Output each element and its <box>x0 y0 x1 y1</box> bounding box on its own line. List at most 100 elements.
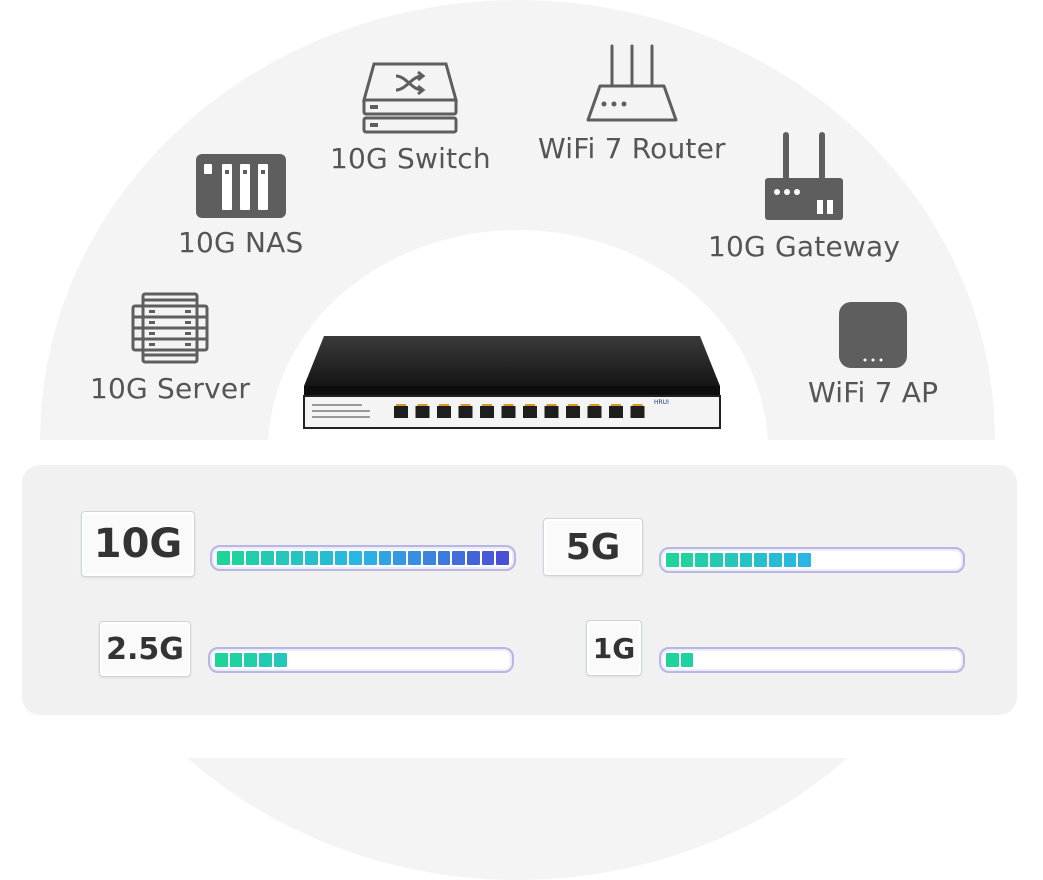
speed-bar-segment <box>724 553 738 567</box>
port-led <box>546 404 557 406</box>
sfp-port <box>609 406 623 418</box>
speed-bar-2-5g <box>208 647 514 673</box>
speed-bar-segment <box>273 653 287 667</box>
speed-bar-segment <box>710 653 723 667</box>
speed-bar-segment <box>303 653 316 667</box>
speed-bar-segment <box>215 653 228 667</box>
speed-bar-segment <box>391 653 404 667</box>
switch-hardware-image: HRUI <box>303 336 721 429</box>
speed-bar-segment <box>872 653 885 667</box>
speed-bar-segment <box>740 653 753 667</box>
speed-bar-segment <box>450 653 463 667</box>
speed-bar-10g <box>210 545 516 571</box>
sfp-port <box>437 406 451 418</box>
device-label-gateway: 10G Gateway <box>708 230 901 263</box>
speed-bar-segment <box>784 653 797 667</box>
port-led <box>482 404 492 406</box>
sfp-port <box>480 406 494 418</box>
speed-bar-segment <box>931 653 944 667</box>
port-led <box>396 404 406 406</box>
speed-badge-1g: 1G <box>586 620 642 676</box>
device-ap: WiFi 7 AP <box>808 302 938 409</box>
speed-bar-segment <box>872 553 885 567</box>
speed-bar-segment <box>945 553 958 567</box>
speed-bar-segment <box>857 553 870 567</box>
speed-bar-segment <box>318 653 331 667</box>
speed-bar-segment <box>378 551 392 565</box>
speed-bar-segment <box>725 653 738 667</box>
speed-bar-segment <box>931 553 944 567</box>
speed-bar-segment <box>494 653 507 667</box>
port-led <box>417 404 428 406</box>
device-switch: 10G Switch <box>330 62 491 175</box>
port-led <box>632 404 643 406</box>
sfp-port <box>501 406 516 418</box>
speed-bar-segment <box>437 551 451 565</box>
speed-bar-segment <box>275 551 289 565</box>
speed-bar-segment <box>481 551 495 565</box>
speed-bar-segment <box>916 553 929 567</box>
sfp-port <box>523 406 537 418</box>
speed-bar-segment <box>408 551 421 565</box>
speed-bar-segment <box>452 551 465 565</box>
speed-bar-segment <box>798 653 811 667</box>
speed-bar-segment <box>695 553 709 567</box>
speed-bar-segment <box>436 653 449 667</box>
speed-bar-segment <box>290 551 304 565</box>
speed-bar-segment <box>813 653 826 667</box>
sfp-port <box>394 406 408 418</box>
speed-bar-segment <box>466 551 480 565</box>
speed-bar-segment <box>362 653 375 667</box>
speed-bar-segment <box>465 653 478 667</box>
speed-bar-segment <box>421 653 434 667</box>
speed-bar-fill <box>666 653 958 667</box>
speed-bar-segment <box>916 653 929 667</box>
speed-bar-segment <box>710 553 723 567</box>
speed-bar-segment <box>377 653 390 667</box>
port-led <box>525 404 535 406</box>
speed-bar-segment <box>828 553 841 567</box>
speed-bar-segment <box>945 653 958 667</box>
speed-bar-segment <box>246 551 260 565</box>
speed-bar-segment <box>857 653 870 667</box>
sfp-port <box>587 406 602 418</box>
speed-bar-segment <box>695 653 708 667</box>
speed-bar-segment <box>754 653 767 667</box>
speed-bar-segment <box>666 553 679 567</box>
speed-bar-segment <box>666 653 679 667</box>
speed-bar-segment <box>334 551 348 565</box>
access-point-icon <box>839 302 908 368</box>
speed-bar-segment <box>364 551 377 565</box>
switch-icon <box>362 62 459 134</box>
device-router: WiFi 7 Router <box>538 44 726 165</box>
device-label-server: 10G Server <box>90 372 251 405</box>
speed-bar-segment <box>768 553 782 567</box>
sfp-port <box>544 406 559 418</box>
speed-bar-segment <box>231 551 245 565</box>
speed-bar-segment <box>901 553 914 567</box>
nas-icon <box>195 154 286 218</box>
speed-bar-segment <box>769 653 782 667</box>
brand-logo: HRUI <box>654 399 669 406</box>
speed-bar-segment <box>813 553 826 567</box>
port-led <box>589 404 600 406</box>
sfp-port <box>458 406 473 418</box>
gateway-icon <box>765 132 844 220</box>
speed-badge-10g: 10G <box>81 511 195 577</box>
device-nas: 10G NAS <box>178 154 304 259</box>
device-label-ap: WiFi 7 AP <box>808 376 939 409</box>
speed-bar-segment <box>480 653 493 667</box>
router-icon <box>586 44 678 122</box>
device-label-router: WiFi 7 Router <box>538 132 726 165</box>
speed-bar-segment <box>349 551 363 565</box>
speed-bar-fill <box>666 553 958 567</box>
speed-bar-segment <box>798 553 812 567</box>
server-rack-icon <box>131 292 209 364</box>
speed-bar-segment <box>289 653 302 667</box>
speed-bar-segment <box>901 653 914 667</box>
speed-bar-segment <box>259 653 272 667</box>
sfp-port <box>630 406 645 418</box>
sfp-port <box>566 406 580 418</box>
speed-bar-segment <box>754 553 767 567</box>
speed-bar-5g <box>659 547 965 573</box>
